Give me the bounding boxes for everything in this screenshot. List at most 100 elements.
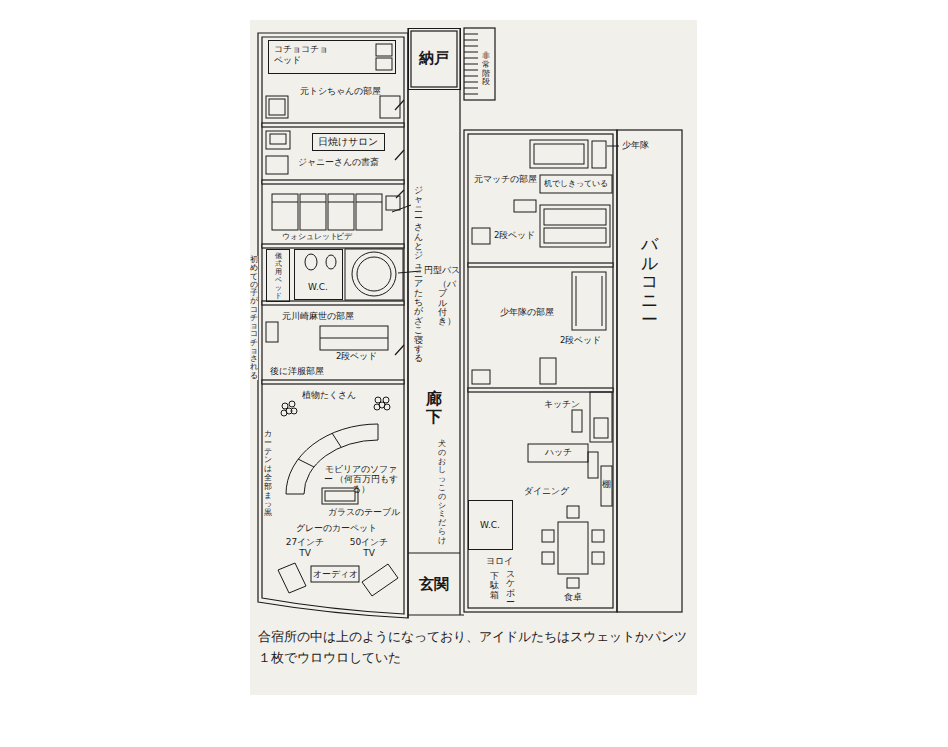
plan-label: ジャニーさんとジュニアたちがざこ寝する (414, 186, 423, 364)
desk (266, 131, 290, 149)
side-table (386, 196, 400, 210)
left-wing-inner-wall (262, 37, 404, 614)
room-label: W.C. (469, 520, 511, 531)
chair (472, 228, 490, 244)
shelf (601, 466, 612, 506)
bunk-bed (320, 338, 388, 339)
plan-label: ウォシュレット (282, 232, 338, 241)
room-label: 後に洋服部屋 (270, 366, 324, 377)
plan-label: スケボー (506, 570, 515, 607)
bunk-bed (572, 272, 606, 330)
bunk-bed (576, 276, 602, 326)
tv-cabinet (534, 144, 584, 164)
chair (567, 578, 579, 588)
chair (542, 530, 554, 542)
plant (374, 404, 380, 410)
audio-rack (311, 566, 359, 582)
room-label: 納戸 (409, 49, 459, 67)
bed-box: コチョコチョ ベッド (268, 40, 396, 74)
plan-label: オーディオ (311, 569, 359, 579)
room-area: 元川崎麻世の部屋後に洋服部屋 (262, 305, 404, 380)
sofa-seams (298, 433, 341, 467)
tanning-box: 日焼けサロン (312, 133, 385, 151)
plan-label: 少年隊 (622, 140, 649, 151)
right-wing-inner-wall (468, 134, 613, 608)
plan-label: 机でしきっている (540, 179, 612, 189)
plan-label: 2段ベッド (494, 230, 535, 240)
plan-label: ガラスのテーブル (328, 507, 400, 518)
desk (266, 322, 278, 342)
wall (262, 244, 404, 248)
side-table (269, 99, 285, 115)
plan-label: （バブル付き） (438, 280, 447, 327)
plan-walls (258, 28, 682, 618)
plant (289, 401, 295, 407)
chair (592, 530, 604, 542)
plan-label: 棚 (602, 480, 611, 490)
bunk-bed (320, 326, 388, 350)
chair (514, 200, 536, 212)
plant (281, 410, 287, 416)
balcony-outline (617, 130, 682, 612)
tv-set (278, 563, 306, 593)
plan-label: 下駄箱 (490, 572, 499, 600)
bunk-bed (544, 228, 606, 243)
room-label: 儀式用ベッド (275, 252, 282, 300)
wall (468, 263, 613, 267)
plan-label: 非常階段 (482, 52, 490, 87)
bed (300, 194, 326, 230)
tv-set (362, 564, 398, 596)
room-label: バルコニー (641, 235, 658, 328)
plan-label: ハッチ (529, 447, 587, 458)
side-table (380, 96, 400, 118)
entrance: 玄関 (408, 553, 460, 615)
leader-line (392, 205, 411, 212)
bed (272, 194, 298, 230)
plan-label: 食卓 (564, 592, 582, 603)
plan-label: ヨロイ (486, 556, 513, 566)
chair (592, 552, 604, 564)
room-label: 元トシちゃんの部屋 (300, 86, 381, 97)
bidet-symbol (326, 255, 336, 269)
pillow-line (272, 202, 382, 203)
left-wing-outer-wall (258, 33, 408, 618)
toilet-room: W.C. (294, 249, 343, 300)
desk-partition (540, 175, 612, 193)
dining-table (558, 522, 588, 574)
round-bath (357, 257, 391, 291)
plan-label: キッチン (544, 399, 580, 410)
room-label: コチョコチョ ベッド (274, 44, 332, 66)
room-label: 少年隊の部屋 (500, 307, 554, 318)
fridge (572, 410, 582, 432)
stairs-outline (464, 28, 495, 100)
door-swing (395, 100, 404, 355)
plan-label: 2段ベッド (336, 351, 377, 361)
bunk-bed (540, 205, 610, 247)
storage-room: 納戸 (408, 28, 461, 90)
room-area: 元トシちゃんの部屋 コチョコチョ ベッド (262, 37, 404, 123)
plan-label: ダイニング (524, 486, 569, 497)
room-label: 元川崎麻世の部屋 (282, 311, 354, 322)
kitchen-counter (590, 392, 612, 442)
cabinet (472, 370, 490, 384)
pillow (376, 44, 392, 56)
corridor-wall (408, 28, 460, 618)
hatch-counter (588, 452, 598, 478)
room-label: W.C. (295, 282, 341, 293)
room-label: 日焼けサロン (313, 136, 383, 147)
hatch-counter (528, 444, 588, 462)
balcony: バルコニー (617, 130, 682, 612)
wall (262, 123, 404, 127)
plan-label: 犬のおしっこのシミだらけ (438, 440, 446, 546)
chair (567, 506, 579, 518)
plan-label: 2段ベッド (560, 335, 601, 345)
page-paper (250, 20, 697, 695)
side-table (266, 96, 288, 118)
chair (542, 552, 554, 564)
plan-label: 50インチ TV (344, 537, 394, 559)
wall (262, 380, 404, 384)
plan-label: 植物たくさん (302, 390, 356, 401)
toilet-symbol (305, 254, 317, 270)
room-label: 元マッチの部屋 (474, 174, 537, 184)
sink (594, 418, 608, 438)
